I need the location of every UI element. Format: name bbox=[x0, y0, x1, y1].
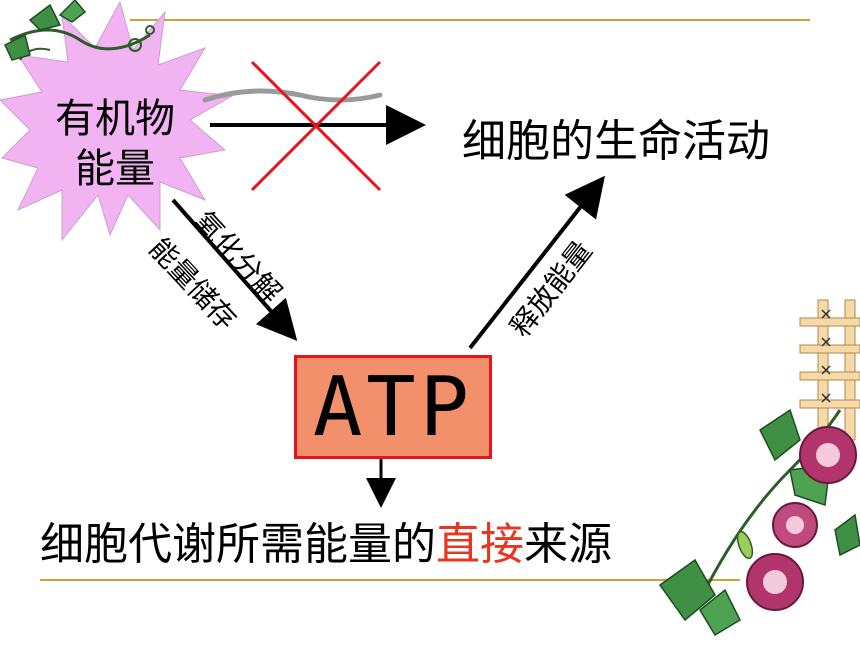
source-node-label: 有机物 能量 bbox=[30, 94, 200, 194]
target-node-label: 细胞的生命活动 bbox=[462, 116, 770, 167]
conclusion-part2: 来源 bbox=[524, 519, 612, 570]
source-node-line1: 有机物 bbox=[55, 96, 175, 142]
atp-label: ATP bbox=[312, 359, 474, 455]
trellis-decoration bbox=[799, 299, 860, 441]
wavy-stroke bbox=[202, 88, 383, 103]
storage-arrow bbox=[171, 198, 298, 342]
starburst-shape bbox=[0, 0, 234, 242]
red-cross-line-2 bbox=[250, 60, 382, 192]
atp-node: ATP bbox=[294, 355, 492, 459]
conclusion-sentence: 细胞代谢所需能量的直接来源 bbox=[40, 508, 612, 572]
conclusion-part1: 细胞代谢所需能量的 bbox=[40, 519, 436, 570]
vine-decoration bbox=[4, 0, 155, 61]
release-arrow bbox=[468, 175, 605, 350]
conclusion-highlight: 直接 bbox=[436, 519, 524, 570]
source-node-line2: 能量 bbox=[75, 146, 155, 192]
morning-glory-decoration bbox=[658, 408, 860, 637]
